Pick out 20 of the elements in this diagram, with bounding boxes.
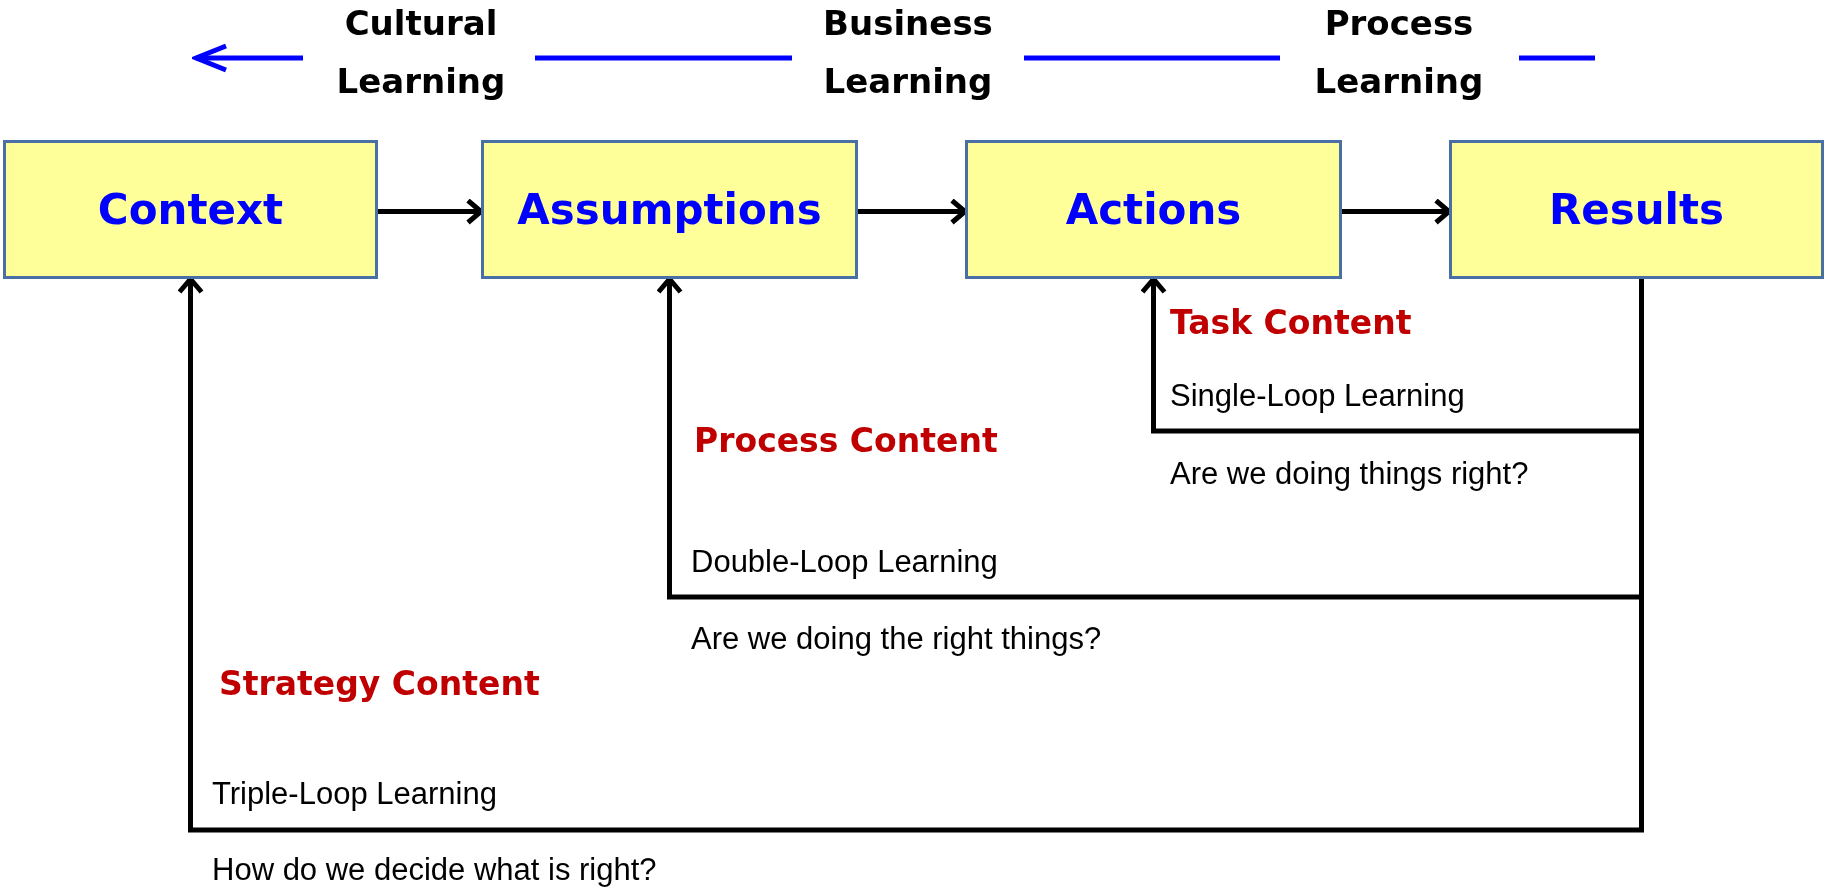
loop-label: Triple-Loop Learning — [212, 776, 497, 812]
content-heading: Task Content — [1170, 302, 1412, 342]
loop-label: Are we doing the right things? — [691, 621, 1102, 657]
process-box — [1449, 140, 1824, 279]
loop-label: How do we decide what is right? — [212, 852, 657, 888]
learning-level-label: Process Learning — [1313, 2, 1485, 103]
loop-label: Are we doing things right? — [1170, 456, 1529, 492]
box-title: Assumptions — [517, 185, 822, 234]
process-box — [481, 140, 858, 279]
box-title: Actions — [1065, 185, 1242, 234]
box-title: Context — [97, 185, 284, 234]
content-heading: Process Content — [694, 420, 998, 460]
learning-level-label: Business Learning — [822, 2, 994, 103]
loop-label: Single-Loop Learning — [1170, 378, 1465, 414]
content-heading: Strategy Content — [219, 663, 540, 703]
loop-label: Double-Loop Learning — [691, 544, 998, 580]
process-box — [3, 140, 378, 279]
learning-level-label: Cultural Learning — [335, 2, 507, 103]
box-title: Results — [1548, 185, 1725, 234]
process-box — [965, 140, 1342, 279]
